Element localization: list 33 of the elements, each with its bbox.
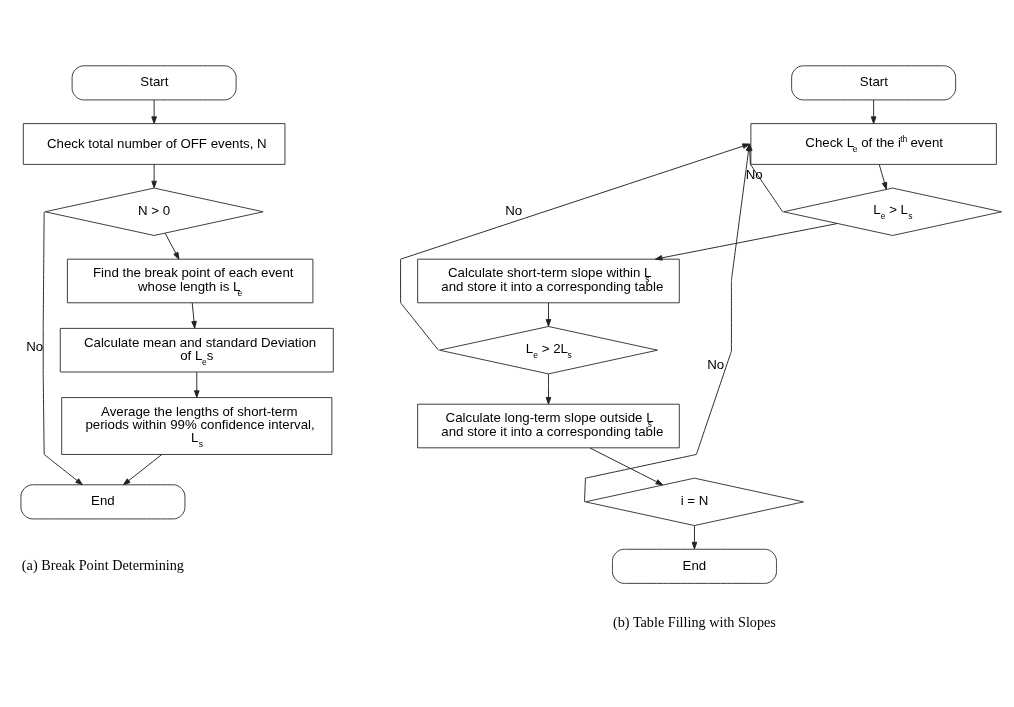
edge-label: No xyxy=(26,338,44,354)
edge-label: No xyxy=(707,356,725,372)
edge-label: No xyxy=(505,203,523,219)
node-box: Start xyxy=(791,65,957,101)
node-diamond: L$_{e}$ > L$_{s}$ xyxy=(783,187,1003,236)
node-box: Check total number of OFF events, N xyxy=(22,123,286,165)
node-box: End xyxy=(612,548,777,584)
node-box: End xyxy=(20,484,186,520)
node-box: Check L$_{e}$ of the i$^{th}$ event xyxy=(750,123,997,165)
arrow xyxy=(191,302,197,329)
arrow xyxy=(151,164,157,189)
label: (a) Break Point Determining xyxy=(21,556,184,573)
node-diamond: L$_{e}$ > 2L$_{s}$ xyxy=(439,326,658,375)
arrow xyxy=(42,211,83,486)
node-box: Calculate mean and standard Deviation of L$_{e}$s xyxy=(59,327,334,373)
edge-label: No xyxy=(745,166,763,182)
arrow xyxy=(545,373,552,405)
arrow xyxy=(151,99,157,124)
node-diamond: N > 0 xyxy=(44,187,264,236)
arrow xyxy=(194,371,200,398)
arrow xyxy=(122,454,163,486)
node-box: Find the break point of each event whose length is L$_{e}$ xyxy=(66,258,314,304)
arrow xyxy=(545,302,552,327)
arrow xyxy=(400,143,750,351)
node-box: Average the lengths of short-term periods within 99% confidence interval, L$_{s}$ xyxy=(61,397,333,455)
arrow xyxy=(691,525,698,550)
arrow xyxy=(878,164,888,190)
node-box: Start xyxy=(71,65,237,101)
arrow xyxy=(589,447,664,486)
arrow xyxy=(654,223,838,261)
arrow xyxy=(164,232,180,260)
arrow xyxy=(870,99,877,124)
label: (b) Table Filling with Slopes xyxy=(613,614,776,631)
